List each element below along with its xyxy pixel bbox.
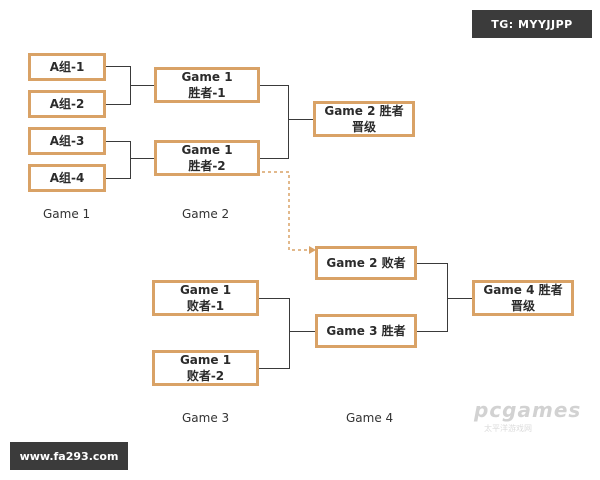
box-line1: Game 2 败者	[326, 256, 406, 270]
connector	[259, 368, 289, 369]
connector	[289, 298, 290, 369]
game1-winner2-box: Game 1 胜者-2	[154, 140, 260, 176]
connector	[447, 263, 448, 332]
box-line1: Game 1	[181, 143, 233, 157]
box-line2: 胜者-1	[188, 86, 226, 100]
connector	[130, 85, 154, 86]
game1-winner1-box: Game 1 胜者-1	[154, 67, 260, 103]
box-line1: A组-1	[49, 60, 85, 74]
box-line1: Game 1	[179, 283, 232, 297]
column-label-game1: Game 1	[43, 207, 91, 221]
connector	[130, 158, 154, 159]
team-box-a3: A组-3	[28, 127, 106, 155]
connector	[259, 298, 289, 299]
team-box-a1: A组-1	[28, 53, 106, 81]
team-box-a4: A组-4	[28, 164, 106, 192]
arrowhead-icon	[309, 246, 316, 254]
connector	[289, 331, 315, 332]
game4-winner-box: Game 4 胜者 晋级	[472, 280, 574, 316]
game1-loser2-box: Game 1 败者-2	[152, 350, 259, 386]
connector	[288, 85, 289, 159]
box-line1: A组-3	[49, 134, 85, 148]
box-line2: 晋级	[510, 299, 535, 313]
watermark-logo: pcgames	[474, 398, 582, 422]
connector	[288, 119, 313, 120]
connector	[106, 66, 130, 67]
box-line1: A组-2	[49, 97, 85, 111]
box-line1: Game 2 胜者	[324, 104, 404, 118]
box-line2: 晋级	[351, 120, 376, 134]
column-label-game4: Game 4	[346, 411, 394, 425]
game2-winner-box: Game 2 胜者 晋级	[313, 101, 415, 137]
top-right-badge: TG: MYYJJPP	[472, 10, 592, 38]
connector	[106, 141, 130, 142]
connector	[260, 158, 288, 159]
connector	[417, 331, 447, 332]
connector	[106, 178, 130, 179]
team-box-a2: A组-2	[28, 90, 106, 118]
box-line1: Game 1	[181, 70, 233, 84]
box-line1: A组-4	[49, 171, 85, 185]
game1-loser1-box: Game 1 败者-1	[152, 280, 259, 316]
connector	[417, 263, 447, 264]
game2-loser-box: Game 2 败者	[315, 246, 417, 280]
box-line1: Game 3 胜者	[326, 324, 406, 338]
box-line2: 败者-2	[186, 369, 225, 383]
game3-winner-box: Game 3 胜者	[315, 314, 417, 348]
bottom-left-badge: www.fa293.com	[10, 442, 128, 470]
box-line2: 败者-1	[186, 299, 225, 313]
column-label-game2: Game 2	[182, 207, 230, 221]
connector	[106, 104, 130, 105]
watermark-subtitle: 太平洋游戏网	[484, 424, 532, 433]
box-line2: 胜者-2	[188, 159, 226, 173]
connector	[447, 298, 472, 299]
box-line1: Game 4 胜者	[483, 283, 563, 297]
connector	[260, 85, 288, 86]
connector	[130, 141, 131, 179]
column-label-game3: Game 3	[182, 411, 230, 425]
box-line1: Game 1	[179, 353, 232, 367]
